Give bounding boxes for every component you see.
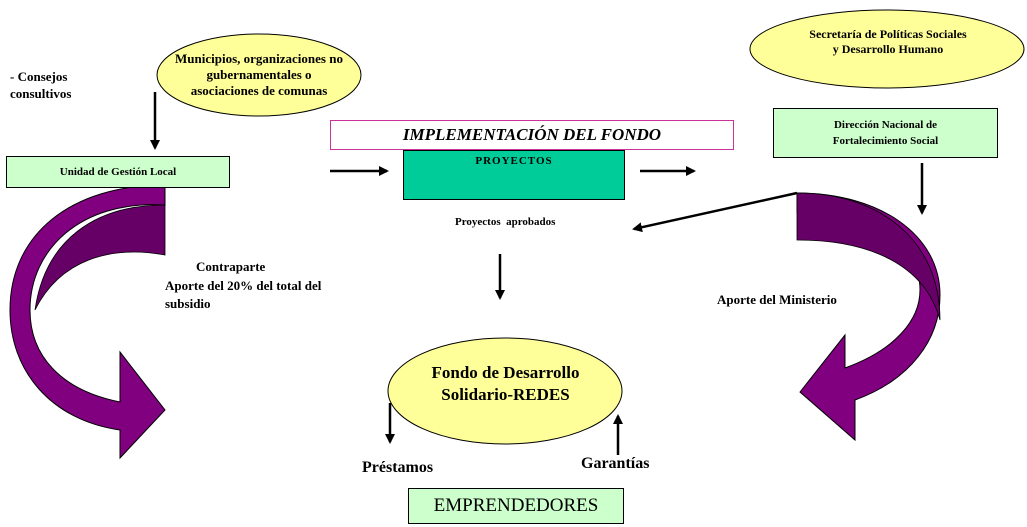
direccion-label: Dirección Nacional de Fortalecimiento So…	[832, 119, 939, 147]
consejos-label: - Consejos consultivos	[10, 69, 72, 101]
unidad-box: Unidad de Gestión Local	[6, 156, 230, 188]
municipios-ellipse	[156, 33, 362, 117]
direccion-box: Dirección Nacional de Fortalecimiento So…	[773, 108, 998, 158]
garantias-label: Garantías	[581, 455, 650, 472]
fondo-label: Fondo de Desarrollo Solidario-REDES	[431, 363, 580, 404]
proyectos-box: PROYECTOS	[403, 150, 625, 200]
left-curved-arrow	[9, 184, 166, 460]
arrow-direccion-to-aprobados	[632, 191, 798, 233]
left-curved-arrow-shade	[34, 204, 166, 311]
right-curved-arrow-shade	[796, 192, 941, 321]
emprendedores-box: EMPRENDEDORES	[408, 488, 624, 524]
contraparte-label: Contraparte	[196, 259, 266, 274]
emprendedores-label: EMPRENDEDORES	[433, 495, 599, 516]
fondo-ellipse	[387, 337, 623, 445]
secretaria-label: Secretaría de Políticas Sociales y Desar…	[809, 27, 967, 56]
prestamos-label: Préstamos	[362, 459, 434, 476]
aporte-ministerio-label: Aporte del Ministerio	[717, 292, 837, 307]
unidad-label: Unidad de Gestión Local	[59, 166, 177, 178]
proyectos-aprobados-label: Proyectos aprobados	[455, 216, 556, 228]
implementacion-label: IMPLEMENTACIÓN DEL FONDO	[402, 125, 662, 144]
implementacion-box: IMPLEMENTACIÓN DEL FONDO	[330, 120, 734, 150]
aporte-20-label: Aporte del 20% del total del subsidio	[165, 278, 322, 311]
municipios-label: Municipios, organizaciones no gubernamen…	[175, 51, 343, 98]
proyectos-label: PROYECTOS	[475, 155, 553, 167]
secretaria-ellipse	[749, 9, 1025, 89]
